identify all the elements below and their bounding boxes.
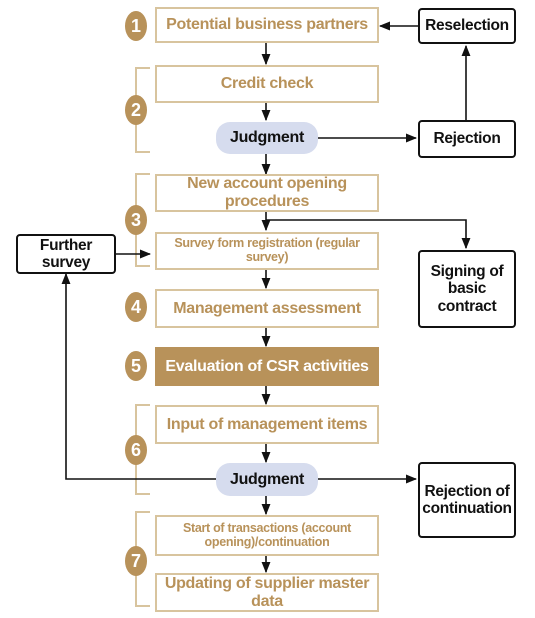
further-survey-box: Further survey bbox=[16, 234, 116, 274]
step-number-3: 3 bbox=[125, 205, 147, 235]
step-box-potential-partners: Potential business partners bbox=[155, 7, 379, 43]
rejection-continuation-line-2: continuation bbox=[422, 500, 512, 517]
step-box-csr-evaluation: Evaluation of CSR activities bbox=[155, 347, 379, 386]
step-box-supplier-master: Updating of supplier master data bbox=[155, 573, 379, 612]
rejection-box: Rejection bbox=[418, 120, 516, 158]
step-number-6: 6 bbox=[125, 435, 147, 465]
arrow-loop-further-survey bbox=[61, 272, 216, 480]
judgment-node-1: Judgment bbox=[216, 122, 318, 154]
step-box-survey-form: Survey form registration (regular survey… bbox=[155, 232, 379, 270]
step-brackets bbox=[135, 67, 150, 607]
step-number-2: 2 bbox=[125, 95, 147, 125]
step-number-5: 5 bbox=[125, 351, 147, 381]
rejection-continuation-line-1: Rejection of bbox=[424, 482, 510, 500]
step-box-new-account: New account opening procedures bbox=[155, 174, 379, 212]
step-box-start-transactions: Start of transactions (account opening)/… bbox=[155, 515, 379, 556]
reselection-box: Reselection bbox=[418, 8, 516, 44]
signing-line-1: Signing of bbox=[430, 263, 504, 281]
judgment-node-2: Judgment bbox=[216, 463, 318, 496]
step-box-management-items: Input of management items bbox=[155, 405, 379, 444]
step-number-4: 4 bbox=[125, 292, 147, 322]
signing-line-2: basic contract bbox=[437, 280, 497, 315]
step-box-credit-check: Credit check bbox=[155, 65, 379, 103]
step-number-7: 7 bbox=[125, 546, 147, 576]
step-box-management-assessment: Management assessment bbox=[155, 289, 379, 328]
step-number-1: 1 bbox=[125, 11, 147, 41]
arrow-to-signing bbox=[266, 219, 471, 250]
rejection-continuation-box: Rejection of continuation bbox=[418, 462, 516, 538]
signing-contract-box: Signing of basic contract bbox=[418, 250, 516, 328]
